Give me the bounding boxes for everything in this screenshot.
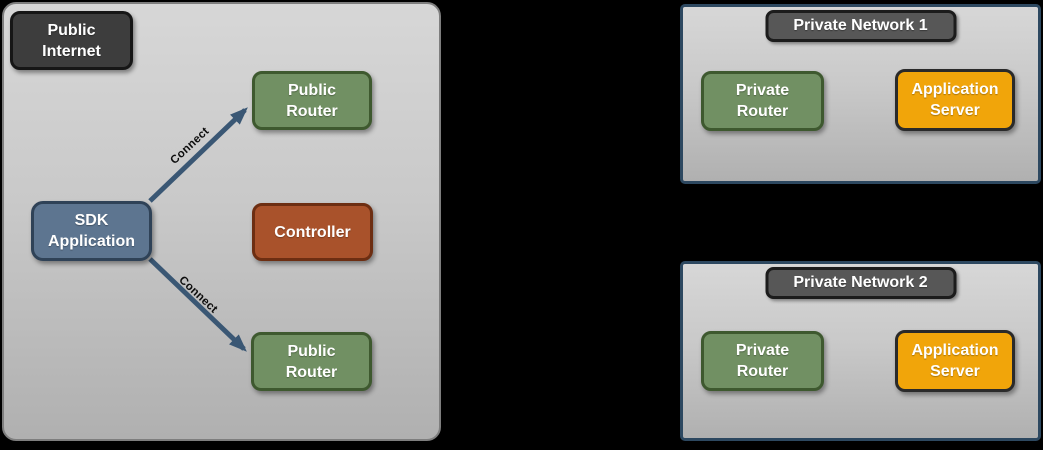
node-controller: Controller — [252, 203, 373, 261]
edge-sdk-to-top-router — [148, 107, 248, 203]
node-sdk-application: SDK Application — [31, 201, 152, 261]
node-public-router-top: Public Router — [252, 71, 372, 130]
edge-label-connect-top: Connect — [168, 125, 212, 167]
node-public-router-bottom: Public Router — [251, 332, 372, 391]
region-private-network-2: Private Network 2 Private Router Applica… — [680, 261, 1041, 441]
private-network-2-title-badge: Private Network 2 — [765, 267, 956, 299]
node-private-router-1: Private Router — [701, 71, 824, 131]
public-internet-title-badge: Public Internet — [10, 11, 133, 70]
private-network-1-title-badge: Private Network 1 — [765, 10, 956, 42]
node-application-server-2: Application Server — [895, 330, 1015, 392]
edge-sdk-to-bottom-router — [148, 257, 247, 352]
node-private-router-2: Private Router — [701, 331, 824, 391]
region-private-network-1: Private Network 1 Private Router Applica… — [680, 4, 1041, 184]
node-application-server-1: Application Server — [895, 69, 1015, 131]
region-public-internet: Public Internet Connect Connect Public R… — [2, 2, 441, 441]
edge-label-connect-bottom: Connect — [176, 274, 220, 316]
